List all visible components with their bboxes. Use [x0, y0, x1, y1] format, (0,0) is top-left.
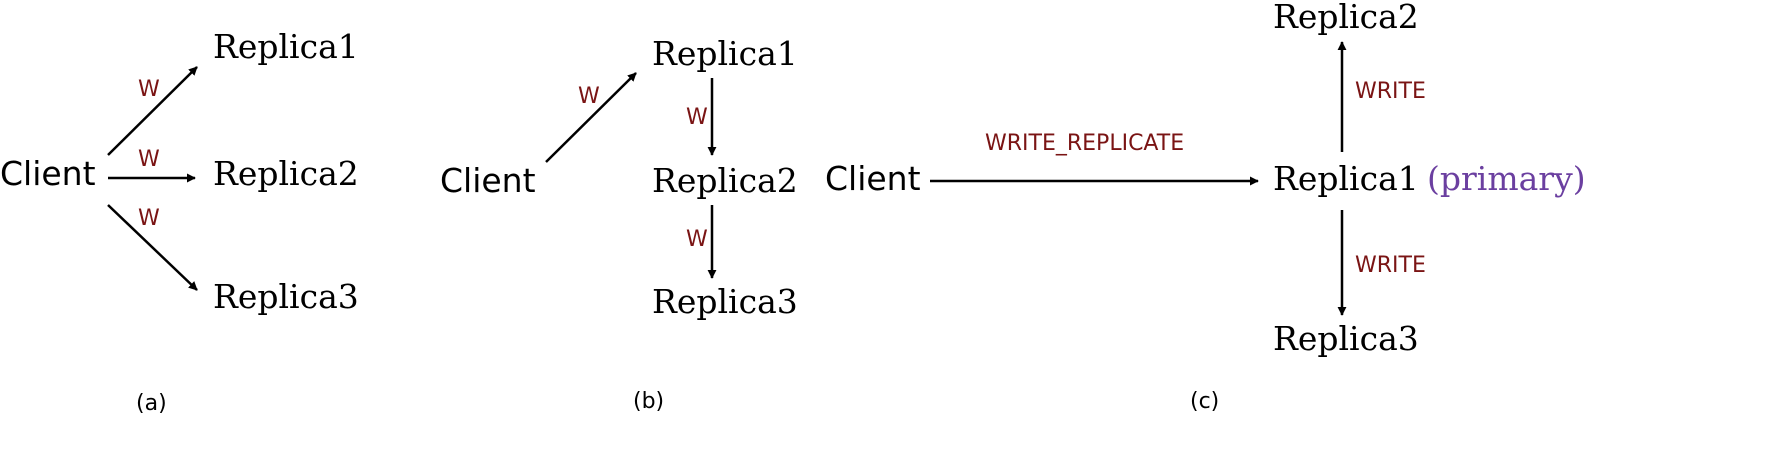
panel-a-replica2-node: Replica2: [213, 154, 359, 193]
panel-b-replica1-node: Replica1: [652, 34, 798, 73]
panel-a-label-r1: W: [138, 77, 160, 102]
panel-b-replica3-node: Replica3: [652, 282, 798, 321]
panel-c-caption: (c): [1190, 389, 1219, 414]
panel-a-arrow-client-replica3: [107, 204, 198, 291]
panel-c: Client Replica1 (primary) Replica2 Repli…: [825, 0, 1586, 414]
panel-c-label-client-replica1: WRITE_REPLICATE: [985, 131, 1184, 156]
panel-c-replica1-node: Replica1: [1273, 159, 1419, 198]
panel-c-replica3-node: Replica3: [1273, 319, 1419, 358]
panel-a-label-r2: W: [138, 147, 160, 172]
panel-b-label-replica1-replica2: W: [686, 105, 708, 130]
panel-a-client-node: Client: [0, 154, 96, 193]
panel-a-label-r3: W: [138, 206, 160, 231]
panel-c-label-replica1-replica2: WRITE: [1355, 79, 1426, 104]
panel-a-arrow-client-replica1: [107, 66, 198, 156]
panel-a-replica3-node: Replica3: [213, 277, 359, 316]
panel-b-label-client-replica1: W: [578, 84, 600, 109]
panel-a-replica1-node: Replica1: [213, 27, 359, 66]
panel-b-client-node: Client: [440, 161, 536, 200]
panel-c-label-replica1-replica3: WRITE: [1355, 253, 1426, 278]
panel-b-label-replica2-replica3: W: [686, 227, 708, 252]
panel-c-replica2-node: Replica2: [1273, 0, 1419, 36]
panel-a: Client Replica1 Replica2 Replica3 W W W …: [0, 27, 359, 416]
panel-b-replica2-node: Replica2: [652, 161, 798, 200]
panel-b-arrow-client-replica1: [545, 72, 637, 163]
panel-b-caption: (b): [633, 389, 664, 414]
panel-b: Client Replica1 Replica2 Replica3 W W W …: [440, 34, 798, 414]
panel-c-primary-note: (primary): [1427, 159, 1586, 198]
panel-a-caption: (a): [136, 391, 167, 416]
panel-c-client-node: Client: [825, 159, 921, 198]
